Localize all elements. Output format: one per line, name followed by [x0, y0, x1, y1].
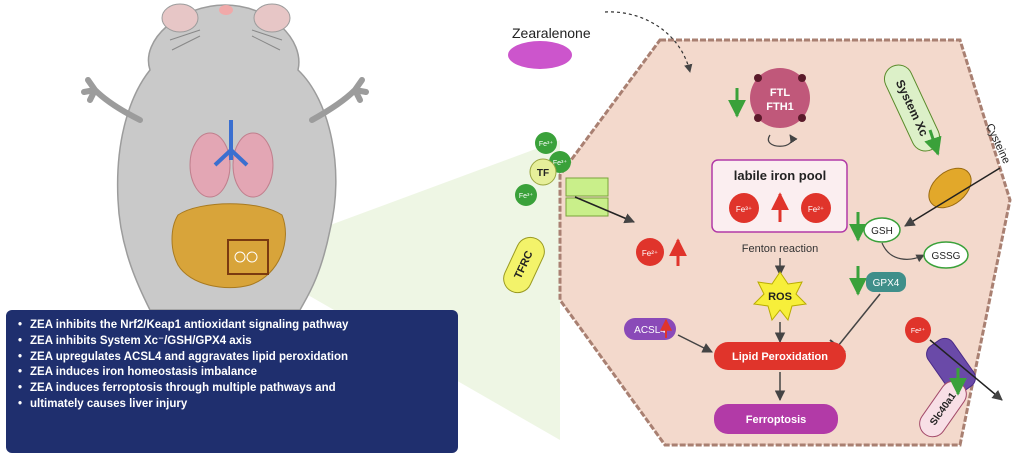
- cysteine-transporter: [928, 167, 972, 209]
- fe3-ball-1-label: Fe³⁺: [539, 140, 554, 148]
- cytosol-fe2: [636, 238, 664, 266]
- fe3-ball-1: [535, 132, 557, 154]
- lung-left: [189, 132, 231, 198]
- lipid-peroxidation-node: [714, 342, 846, 370]
- iron-pool-fe3-label: Fe³⁺: [736, 205, 752, 214]
- iron-export-arrow: [929, 339, 1003, 401]
- liver-zoom-box: [227, 239, 269, 275]
- acsl4-label: ACSL4: [634, 325, 666, 336]
- cysteine-import-arrow: [904, 167, 1001, 227]
- iron-pool-fe2-label: Fe²⁺: [808, 205, 824, 214]
- gssg-label: GSSG: [932, 251, 961, 262]
- mouse-ear-right: [253, 3, 291, 33]
- iron-pool-fe2: [801, 193, 831, 223]
- zearalenone-molecule: [508, 41, 572, 69]
- fth1-label: FTH1: [766, 101, 794, 113]
- tfrc-receptor-bottom: [565, 197, 609, 217]
- lipid-peroxidation-label: Lipid Peroxidation: [732, 351, 828, 363]
- mouse-arm-right: [309, 77, 369, 123]
- fe3-ball-2-label: Fe³⁺: [553, 159, 568, 167]
- summary-item-system-xc: ZEA inhibits System Xc⁻/GSH/GPX4 axis: [18, 334, 448, 350]
- gpx4-node: [866, 272, 906, 292]
- tf-protein: [529, 158, 557, 186]
- tfrc-pill: [503, 236, 545, 294]
- ferritin-dot-4: [798, 114, 806, 122]
- ros-burst: [752, 271, 808, 322]
- ferritin-dot-2: [798, 74, 806, 82]
- gsh-label: GSH: [871, 226, 893, 237]
- ferritin-dot-3: [754, 114, 762, 122]
- cytosol-fe2-label: Fe²⁺: [642, 249, 658, 258]
- lung-right: [232, 132, 274, 198]
- exported-fe2-label: Fe²⁺: [911, 327, 926, 335]
- tf-label: TF: [537, 168, 549, 179]
- summary-panel: ZEA inhibits the Nrf2/Keap1 antioxidant …: [6, 310, 458, 453]
- gsh-to-gssg-arrow: [881, 242, 925, 263]
- ferritin-dot-1: [754, 74, 762, 82]
- trachea: [213, 120, 249, 167]
- ferritin: [750, 68, 810, 128]
- mouse-arm-left: [81, 77, 143, 123]
- iron-pool-fe3: [729, 193, 759, 223]
- fenton-label: Fenton reaction: [742, 243, 818, 255]
- iron-import-arrow: [574, 196, 635, 224]
- mouse-ear-left: [161, 3, 199, 33]
- zearalenone-label: Zearalenone: [512, 25, 591, 41]
- fe3-ball-3-label: Fe³⁺: [519, 192, 534, 200]
- gsh-node: [863, 217, 901, 243]
- mouse-illustration: [81, 3, 369, 311]
- zearalenone-arrow: [604, 11, 693, 73]
- fe3-ball-3: [515, 184, 537, 206]
- zoom-wedge: [268, 140, 560, 440]
- liver-cell-1: [234, 251, 246, 263]
- system-xc-down-arrow: [924, 129, 942, 156]
- summary-item-ferroptosis: ZEA induces ferroptosis through multiple…: [18, 381, 448, 397]
- summary-item-nrf2: ZEA inhibits the Nrf2/Keap1 antioxidant …: [18, 318, 448, 334]
- acsl4-to-lipid-arrow: [677, 334, 713, 353]
- tfrc-receptor-top: [565, 177, 609, 197]
- hepatocyte-cell: [558, 38, 1012, 447]
- summary-item-iron: ZEA induces iron homeostasis imbalance: [18, 365, 448, 381]
- ferritin-cycle-arrow: [767, 134, 798, 147]
- mouse-nose: [219, 5, 233, 15]
- ferroptosis-label: Ferroptosis: [746, 414, 807, 426]
- gpx4-label: GPX4: [873, 278, 900, 289]
- exported-fe2: [905, 317, 931, 343]
- ftl-label: FTL: [770, 87, 790, 99]
- mouse-whiskers: [169, 29, 283, 51]
- gpx4-inhibit-line: [837, 293, 881, 347]
- summary-item-acsl4: ZEA upregulates ACSL4 and aggravates lip…: [18, 350, 448, 366]
- gssg-node: [923, 241, 969, 269]
- summary-list: ZEA inhibits the Nrf2/Keap1 antioxidant …: [18, 318, 448, 413]
- liver-cell-2: [246, 251, 258, 263]
- labile-iron-pool-label: labile iron pool: [734, 168, 826, 183]
- ferroptosis-node: [714, 404, 838, 434]
- summary-item-liver-injury: ultimately causes liver injury: [18, 397, 448, 413]
- ros-label: ROS: [768, 291, 792, 303]
